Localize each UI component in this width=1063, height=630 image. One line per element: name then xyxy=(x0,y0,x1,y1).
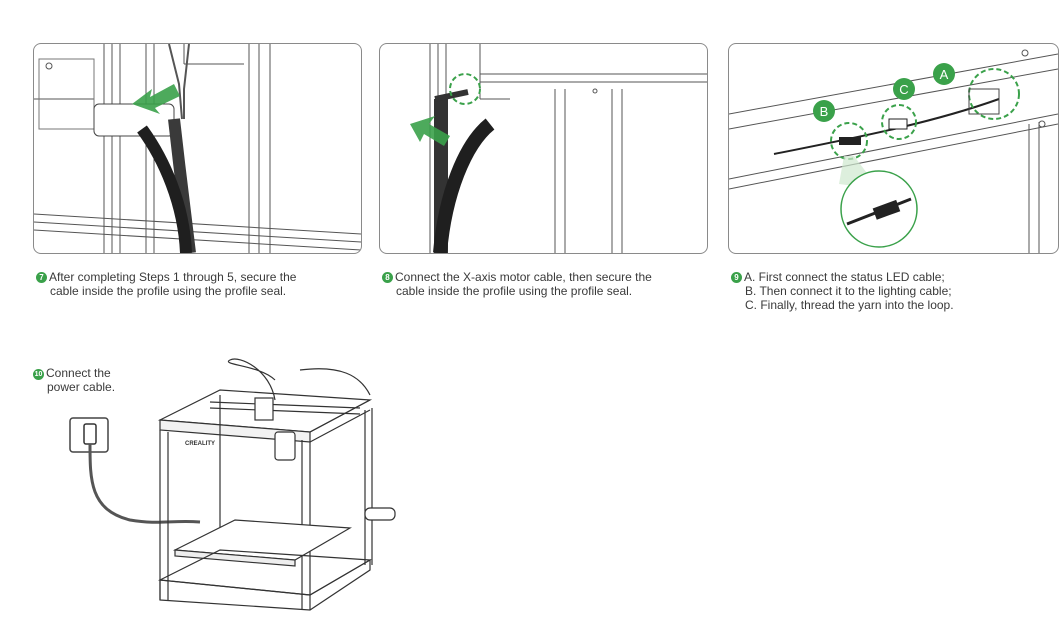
caption-line: cable inside the profile using the profi… xyxy=(50,284,287,298)
green-arrow-icon xyxy=(410,116,450,146)
brand-label: CREALITY xyxy=(185,441,215,447)
caption-line: cable inside the profile using the profi… xyxy=(396,284,633,298)
caption-line: After completing Steps 1 through 5, secu… xyxy=(49,270,297,284)
caption-line: Connect the X-axis motor cable, then sec… xyxy=(395,270,652,284)
caption-line: power cable. xyxy=(47,380,116,394)
step-number-badge: 9 xyxy=(731,272,742,283)
power-cable-icon xyxy=(88,443,201,524)
step-9-illustration: B C A xyxy=(728,43,1059,254)
callout-c: C xyxy=(899,82,908,97)
caption-line: B. Then connect it to the lighting cable… xyxy=(745,284,952,298)
caption-line: A. First connect the status LED cable; xyxy=(744,270,945,284)
caption-line: C. Finally, thread the yarn into the loo… xyxy=(745,298,954,312)
callout-a: A xyxy=(940,67,949,82)
green-arrow-icon xyxy=(132,84,180,114)
step-number-badge: 8 xyxy=(382,272,393,283)
step-number-badge: 10 xyxy=(33,369,44,380)
printer-illustration: CREALITY xyxy=(60,350,420,625)
caption-line: Connect the xyxy=(46,366,111,380)
step-7-illustration xyxy=(33,43,362,254)
callout-b: B xyxy=(820,104,829,119)
step-number-badge: 7 xyxy=(36,272,47,283)
step-8-illustration xyxy=(379,43,708,254)
